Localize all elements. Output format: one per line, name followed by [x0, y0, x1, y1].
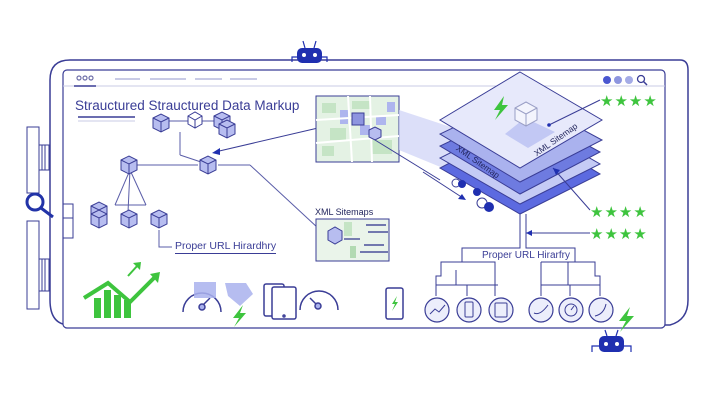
top-right-controls [603, 74, 648, 86]
layer-stack [422, 71, 604, 245]
mobile-bolt-icon [385, 287, 404, 320]
cube-icon [120, 155, 138, 175]
page-title: Strauctured Strauctured Data Markup [75, 98, 300, 113]
cube-icon [199, 155, 217, 175]
puzzle-shapes [194, 282, 253, 306]
rating-stars: ★★★★ [590, 226, 648, 243]
growth-chart-icon [82, 262, 160, 318]
cube-icon [187, 111, 203, 129]
url-hierarchy-label-left: Proper URL Hirardhry [175, 240, 277, 254]
lightning-icon [233, 305, 246, 327]
crawler-bot-icon [291, 40, 328, 63]
tablet-icon [263, 283, 297, 320]
magnifier-icon [25, 192, 54, 219]
url-hierarchy-label-right: Proper URL Hirarfry [480, 250, 572, 261]
data-capsules [451, 178, 494, 212]
cube-icon [150, 209, 168, 229]
cube-icon [218, 119, 236, 139]
xml-sitemaps-label: XML Sitemaps [315, 207, 374, 217]
window-dots [76, 75, 94, 81]
cube-icon [152, 113, 170, 133]
rating-stars: ★★★★ [600, 93, 658, 110]
reading-node-icon [528, 297, 554, 323]
cube-icon [120, 209, 138, 229]
mobile-node-icon [456, 297, 482, 323]
speedometer-icon [299, 290, 339, 311]
arrow-map-to-cube [212, 127, 319, 155]
tablet-node-icon [488, 297, 514, 323]
rating-stars: ★★★★ [590, 204, 648, 221]
lightning-icon [494, 96, 508, 120]
outer-frame [49, 59, 689, 326]
xml-sitemaps-panel [315, 218, 390, 262]
url-hierarchy-tree [435, 245, 601, 296]
crawler-bot-icon [591, 329, 632, 352]
cube-icon [90, 209, 108, 229]
pepper-node-icon [588, 297, 614, 323]
lightning-icon [619, 307, 634, 332]
